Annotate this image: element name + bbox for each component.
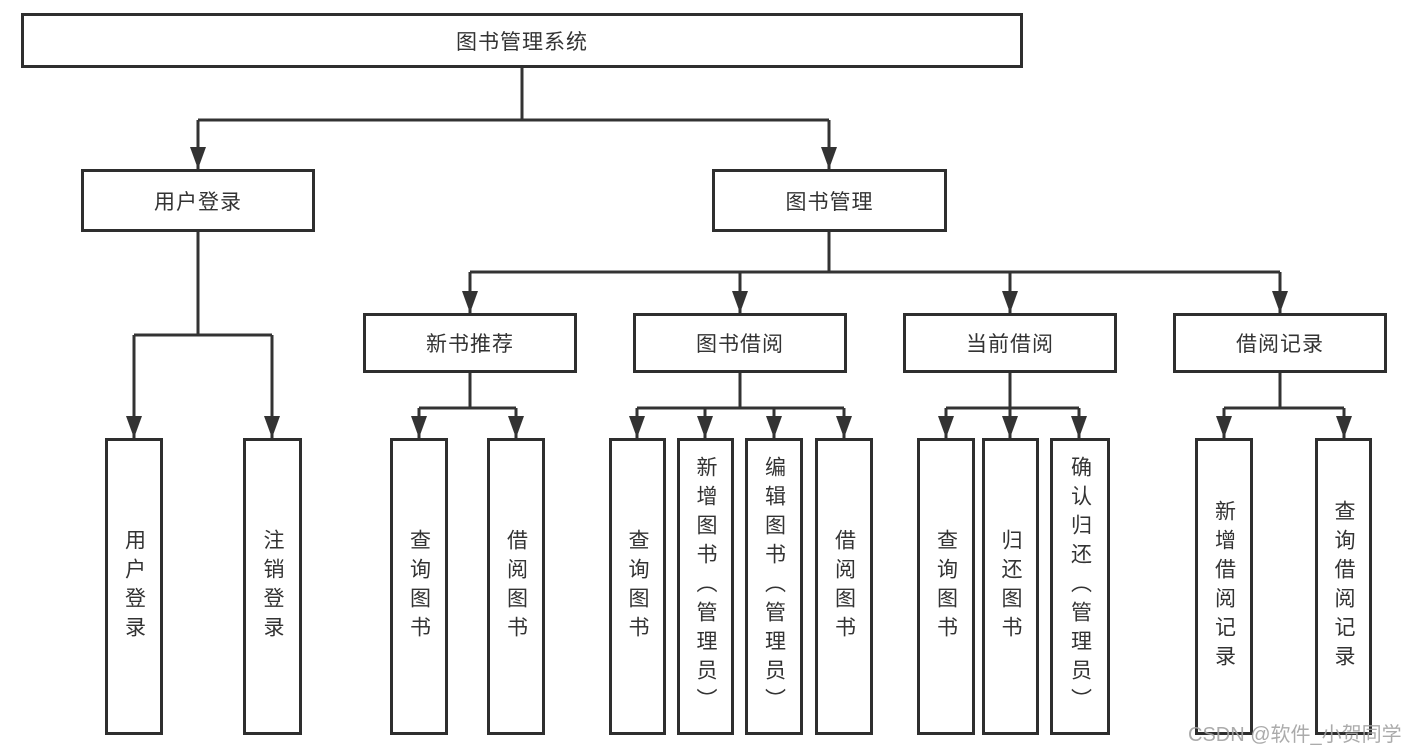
arrow-down-icon <box>732 291 748 313</box>
arrow-down-icon <box>766 416 782 438</box>
leaf-return-books: 归还图书 <box>982 438 1039 735</box>
leaf-label: 新增图书（管理员） <box>694 456 717 717</box>
arrow-down-icon <box>190 147 206 169</box>
leaf-label: 借阅图书 <box>832 528 856 645</box>
node-root-system: 图书管理系统 <box>21 13 1023 68</box>
node-current-borrowing: 当前借阅 <box>903 313 1117 373</box>
arrow-down-icon <box>1002 416 1018 438</box>
leaf-label: 查询图书 <box>626 528 649 645</box>
leaf-edit-books-admin: 编辑图书（管理员） <box>745 438 803 735</box>
leaf-borrow-books: 借阅图书 <box>815 438 873 735</box>
leaf-query-books-newbook: 查询图书 <box>390 438 448 735</box>
node-label: 当前借阅 <box>966 333 1054 356</box>
leaf-query-borrow-record: 查询借阅记录 <box>1315 438 1372 735</box>
node-book-borrowing: 图书借阅 <box>633 313 847 373</box>
arrow-down-icon <box>126 416 142 438</box>
leaf-label: 新增借阅记录 <box>1212 499 1236 674</box>
arrow-down-icon <box>697 416 713 438</box>
leaf-logout: 注销登录 <box>243 438 302 735</box>
node-book-management-branch: 图书管理 <box>712 169 947 232</box>
arrow-down-icon <box>821 147 837 169</box>
node-label: 图书借阅 <box>696 333 784 356</box>
node-label: 用户登录 <box>154 190 242 214</box>
leaf-query-books-borrow: 查询图书 <box>609 438 666 735</box>
arrow-down-icon <box>411 416 427 438</box>
arrow-down-icon <box>462 291 478 313</box>
leaf-label: 编辑图书（管理员） <box>762 456 786 717</box>
leaf-label: 注销登录 <box>261 528 284 645</box>
csdn-watermark: CSDN @软件_小贺同学 <box>1188 724 1402 746</box>
node-label: 借阅记录 <box>1236 333 1324 356</box>
arrow-down-icon <box>629 416 645 438</box>
leaf-user-login: 用户登录 <box>105 438 163 735</box>
arrow-down-icon <box>1002 291 1018 313</box>
node-label: 新书推荐 <box>426 333 514 356</box>
leaf-confirm-return-admin: 确认归还（管理员） <box>1050 438 1110 735</box>
arrow-down-icon <box>1336 416 1352 438</box>
leaf-label: 确认归还（管理员） <box>1068 456 1092 717</box>
arrow-down-icon <box>508 416 524 438</box>
node-user-login-branch: 用户登录 <box>81 169 315 232</box>
leaf-label: 借阅图书 <box>504 528 528 645</box>
arrow-down-icon <box>1216 416 1232 438</box>
leaf-label: 查询图书 <box>934 528 958 645</box>
node-borrowing-records: 借阅记录 <box>1173 313 1387 373</box>
leaf-label: 归还图书 <box>999 528 1022 645</box>
node-label: 图书管理系统 <box>456 30 588 54</box>
leaf-query-books-current: 查询图书 <box>917 438 975 735</box>
leaf-borrow-books-newbook: 借阅图书 <box>487 438 545 735</box>
arrowhead-icons <box>126 147 1352 438</box>
leaf-add-borrow-record: 新增借阅记录 <box>1195 438 1253 735</box>
leaf-label: 查询借阅记录 <box>1332 499 1355 674</box>
tree-edges <box>132 68 1346 438</box>
arrow-down-icon <box>1272 291 1288 313</box>
arrow-down-icon <box>938 416 954 438</box>
leaf-label: 查询图书 <box>407 528 431 645</box>
node-new-book-recommend: 新书推荐 <box>363 313 577 373</box>
arrow-down-icon <box>836 416 852 438</box>
node-label: 图书管理 <box>785 190 874 214</box>
arrow-down-icon <box>1071 416 1087 438</box>
arrow-down-icon <box>264 416 280 438</box>
leaf-label: 用户登录 <box>122 528 146 645</box>
leaf-add-books-admin: 新增图书（管理员） <box>677 438 734 735</box>
